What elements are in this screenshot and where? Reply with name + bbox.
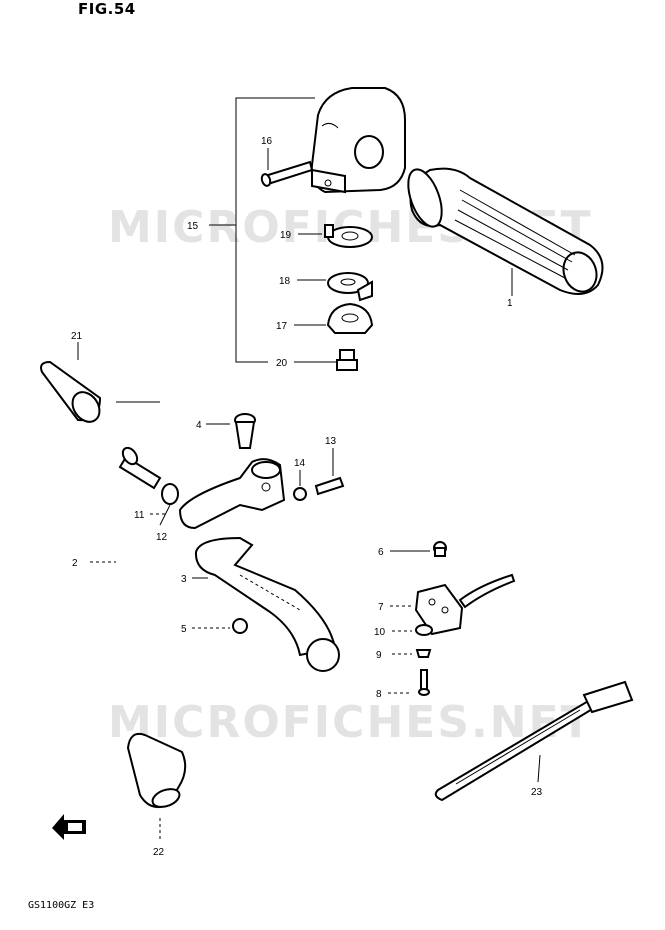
callout-20: 20 [276,358,288,369]
callout-22: 22 [153,847,165,858]
callout-23: 23 [531,787,543,798]
part-8-screw [418,669,430,696]
part-5-nut [232,618,248,634]
watermark-bottom: MICROFICHES.NET [108,697,593,748]
bracket-15 [235,97,315,363]
callout-11: 11 [134,510,145,521]
callout-1: 1 [507,298,513,309]
front-arrow-icon [52,814,86,840]
leader-23 [537,754,541,783]
part-15-switch-housing [310,87,406,194]
part-20-bolt [336,349,358,371]
callout-15: 15 [187,221,199,232]
part-3-lever [194,536,340,672]
callout-13: 13 [325,436,337,447]
part-9-washer [415,649,432,658]
part-22-boot [126,732,187,808]
part-16-screw [260,160,314,187]
callout-3: 3 [181,574,187,585]
figure-title: FIG.54 [78,0,136,18]
part-2-lever-holder [178,458,286,530]
part-11-12-bolt-washer [118,446,179,505]
part-13-screw [314,476,345,496]
part-1-throttle-grip [407,167,604,295]
callout-17: 17 [276,321,288,332]
part-4-pivot-bolt [234,413,256,449]
part-21-boot [40,360,102,423]
callout-4: 4 [196,420,202,431]
callout-21: 21 [71,331,83,342]
model-code: GS1100GZ E3 [28,900,95,911]
callout-19: 19 [280,230,292,241]
part-19-washer [324,224,373,248]
part-23-cable-tie [434,680,634,802]
part-10-washer [415,624,433,636]
callout-6: 6 [378,547,384,558]
callout-7: 7 [378,602,384,613]
callout-12: 12 [156,532,168,543]
callout-16: 16 [261,136,273,147]
part-6-screw [433,541,447,557]
callout-18: 18 [279,276,291,287]
callout-5: 5 [181,624,187,635]
callout-8: 8 [376,689,382,700]
part-17-guide [326,302,374,334]
part-14-nut [293,487,307,501]
callout-2: 2 [72,558,78,569]
callout-14: 14 [294,458,306,469]
callout-9: 9 [376,650,382,661]
callout-10: 10 [374,627,386,638]
part-18-spacer [327,272,373,302]
part-7-switch [414,573,516,636]
leader-12 [159,504,171,526]
